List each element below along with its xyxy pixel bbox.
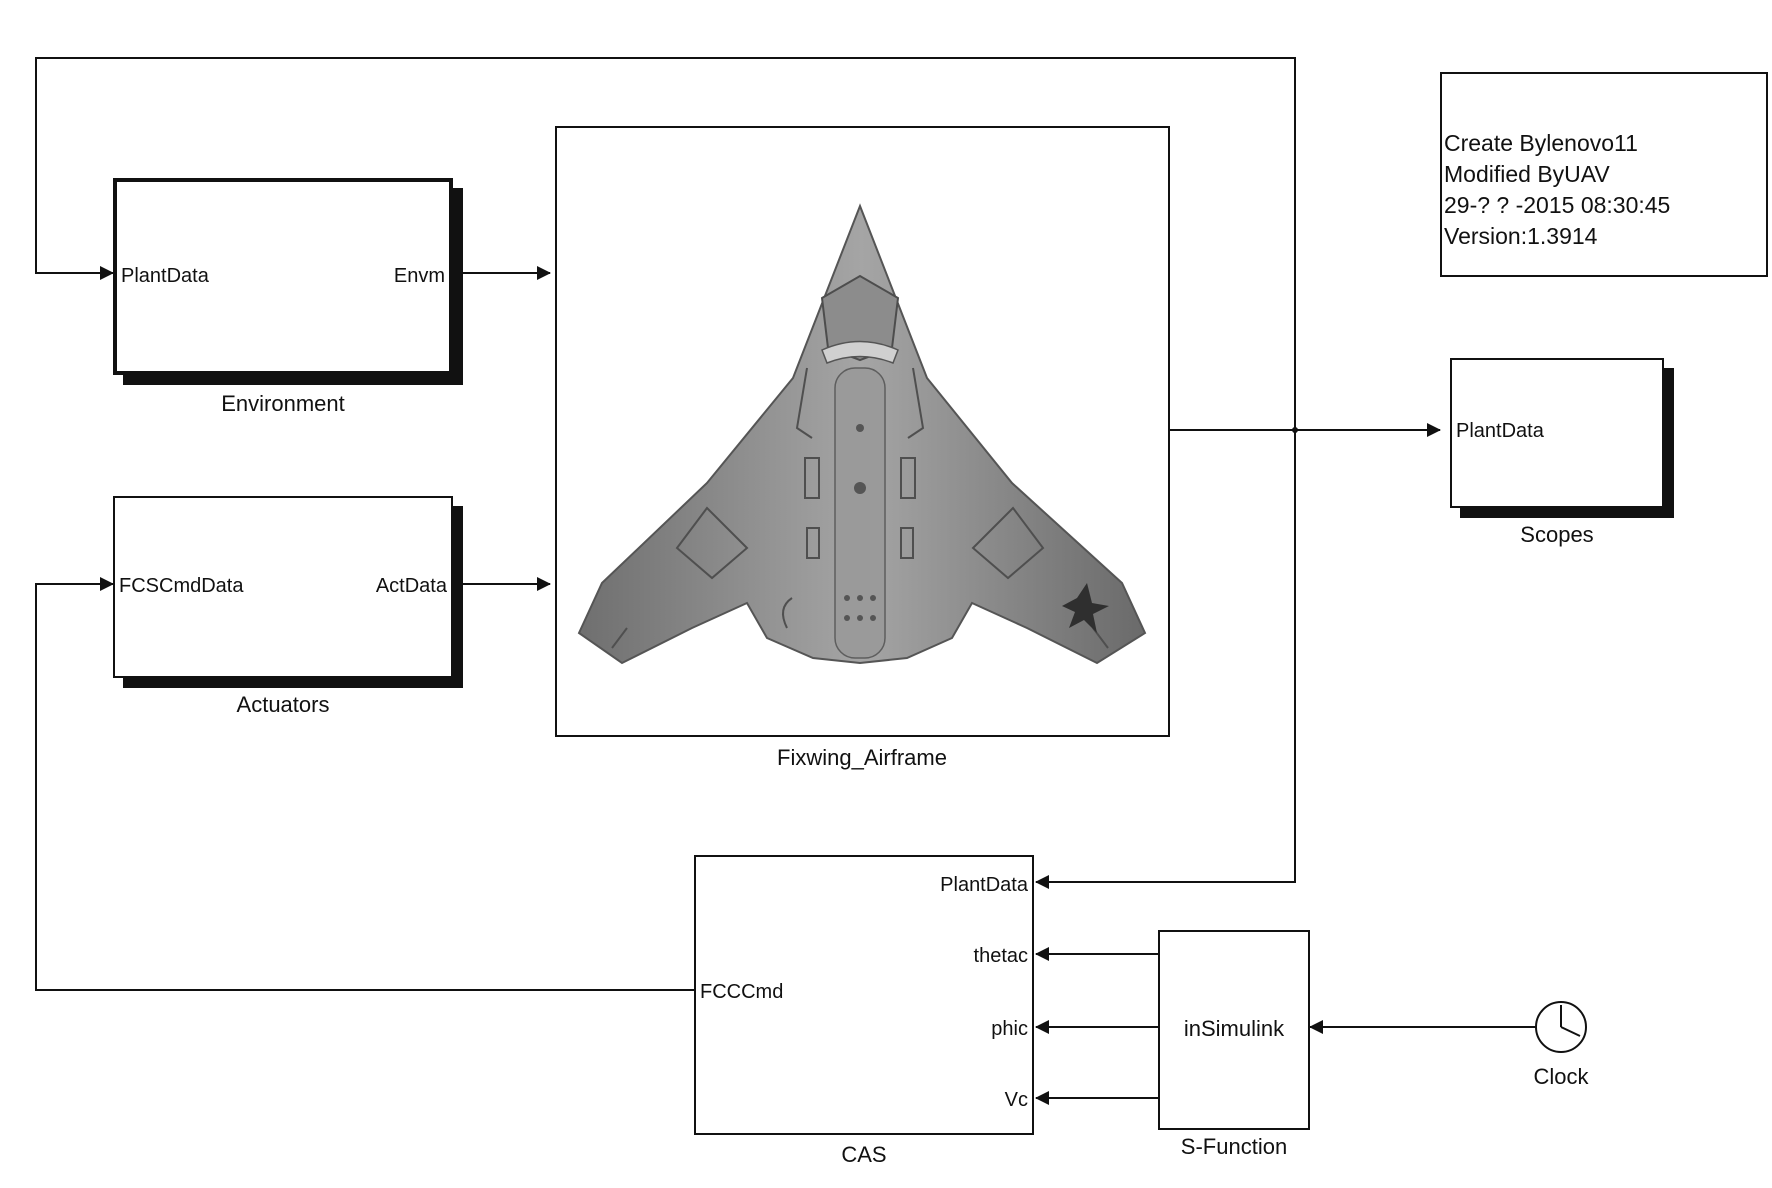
sfunction-label: S-Function — [1180, 1134, 1288, 1159]
cas-thetac-port: thetac — [973, 945, 1028, 967]
scopes-block[interactable]: PlantData — [1450, 358, 1664, 508]
line-plantdata-to-environment — [35, 57, 1296, 430]
actuators-in-port: FCSCmdData — [119, 575, 244, 597]
info-date: 29-? ? -2015 08:30:45 — [1444, 192, 1671, 218]
environment-block[interactable]: PlantData Envm — [113, 178, 453, 375]
cas-vc-port: Vc — [1004, 1089, 1028, 1111]
info-modified-by: Modified ByUAV — [1444, 161, 1610, 187]
info-version: Version:1.3914 — [1444, 223, 1598, 249]
actuators-label: Actuators — [236, 692, 330, 717]
environment-label: Environment — [221, 391, 345, 416]
sfunction-name: inSimulink — [1183, 1016, 1285, 1041]
scopes-label: Scopes — [1520, 522, 1594, 547]
cas-block[interactable]: PlantData thetac phic Vc FCCCmd — [694, 855, 1034, 1135]
cas-fcccmd-port: FCCCmd — [700, 981, 784, 1003]
airframe-label: Fixwing_Airframe — [777, 745, 947, 770]
line-plantdata-to-cas — [1035, 430, 1296, 889]
model-info-box[interactable]: Create Bylenovo11 Modified ByUAV 29-? ? … — [1440, 72, 1768, 277]
info-created-by: Create Bylenovo11 — [1444, 130, 1638, 156]
clock-icon[interactable] — [1535, 1001, 1587, 1053]
cas-label: CAS — [841, 1142, 887, 1167]
airframe-block[interactable] — [555, 126, 1170, 737]
line-fcccmd-to-actuators — [35, 577, 694, 991]
actuators-block[interactable]: FCSCmdData ActData — [113, 496, 453, 678]
scopes-in-port: PlantData — [1456, 420, 1544, 442]
cas-plantdata-port: PlantData — [940, 874, 1028, 896]
uav-airframe-icon — [577, 203, 1147, 665]
clock-label: Clock — [1533, 1064, 1589, 1089]
environment-out-port: Envm — [393, 265, 445, 287]
environment-in-port: PlantData — [121, 265, 209, 287]
cas-phic-port: phic — [991, 1018, 1028, 1040]
sfunction-block[interactable]: inSimulink — [1158, 930, 1310, 1130]
branch-point — [1292, 427, 1298, 433]
actuators-out-port: ActData — [375, 575, 447, 597]
